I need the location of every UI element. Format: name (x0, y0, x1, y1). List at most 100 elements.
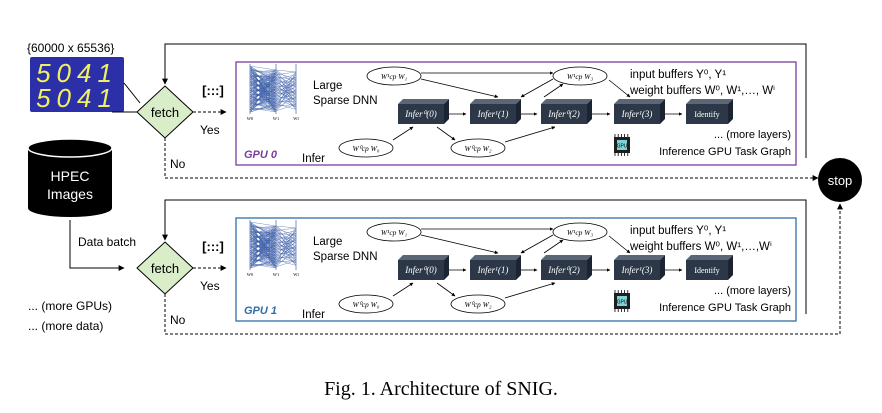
dnn-edge (249, 107, 277, 113)
dnn-edge (249, 77, 277, 97)
dnn-edge (249, 237, 277, 251)
dnn-edge (249, 253, 277, 264)
dnn-edge (249, 77, 277, 111)
dnn-edge (249, 227, 277, 256)
task-edge (436, 282, 456, 297)
weight-buffers-label: weight buffers W⁰, W¹,…,Wⁱ (629, 240, 772, 253)
digits-row-2: 5041 (36, 83, 118, 113)
dnn-edge (275, 76, 297, 107)
dnn-edge (249, 221, 277, 227)
weight-copy-ellipse (338, 138, 394, 158)
dnn-edge (275, 225, 297, 229)
task-node-top (686, 255, 733, 260)
infer-label: Infer (302, 153, 325, 165)
dnn-edge (249, 229, 277, 262)
dnn-edge (249, 263, 277, 269)
dnn-edge (275, 79, 297, 111)
dnn-edge (249, 226, 277, 231)
task-node-top (398, 255, 449, 260)
dnn-edge (249, 85, 277, 113)
dnn-edge (249, 75, 277, 84)
dnn-edge (249, 226, 277, 247)
task-node-top (398, 99, 449, 104)
dnn-edge (249, 73, 277, 78)
dnn-edge (249, 101, 277, 113)
task-edge (520, 78, 554, 98)
dnn-edge (249, 71, 277, 100)
dnn-edge (249, 73, 277, 113)
task-edge (504, 126, 556, 143)
dnn-layer-label: Wl (293, 272, 299, 277)
task-node-label: Infer⁰(2) (547, 109, 580, 119)
weight-copy-label: W⁰cp W₀ (352, 300, 379, 309)
dnn-edge (275, 235, 297, 267)
task-edge (420, 78, 499, 99)
task-node-side (516, 255, 521, 280)
task-graph-label: Inference GPU Task Graph (659, 146, 791, 158)
dnn-edge (249, 231, 277, 234)
dnn-edge (249, 101, 277, 113)
dnn-edge (249, 237, 277, 264)
dnn-edge (249, 225, 277, 229)
dataset-size-label: {60000 x 65536} (27, 41, 114, 55)
task-node-box (541, 104, 587, 124)
task-node-side (516, 99, 521, 124)
task-node-top (470, 255, 521, 260)
no-label: No (170, 313, 186, 327)
loop-back-arrow (162, 43, 807, 158)
dnn-edge (249, 69, 277, 80)
dnn-label-line1: Large (313, 80, 342, 92)
dnn-edge (275, 74, 297, 102)
more-layers-label: ... (more layers) (714, 285, 791, 297)
chip-label: GPU (617, 144, 628, 150)
infer-label: Infer (302, 309, 325, 321)
dnn-edge (249, 225, 277, 242)
dnn-edge (249, 87, 277, 106)
task-edge (608, 79, 631, 98)
chip-core (617, 140, 627, 150)
weight-copy-label: W¹cp W₁ (381, 72, 408, 81)
weight-copy-ellipse (450, 138, 506, 158)
dnn-label-line2: Sparse DNN (313, 95, 378, 107)
loop-back-arrow (162, 199, 807, 314)
dnn-edge (249, 243, 277, 262)
weight-copy-ellipse (552, 66, 608, 86)
dnn-edge (249, 259, 277, 269)
dnn-edge (275, 232, 297, 263)
dnn-edge (275, 252, 297, 265)
dnn-edge (249, 253, 277, 258)
task-node-label: Identify (694, 266, 719, 275)
dnn-label-line2: Sparse DNN (313, 251, 378, 263)
dnn-edge (249, 237, 277, 258)
weight-copy-ellipse (366, 66, 422, 86)
dnn-edge (249, 227, 277, 249)
dnn-edge (249, 246, 277, 263)
weight-copy-label: W¹cp W₃ (567, 72, 594, 81)
task-node-top (470, 99, 521, 104)
fetch-label: fetch (151, 105, 179, 120)
dnn-edge (249, 227, 277, 262)
weight-copy-ellipse (450, 294, 506, 314)
weight-copy-label: W¹cp W₃ (567, 228, 594, 237)
dnn-edge (249, 224, 277, 237)
dnn-edge (249, 83, 277, 108)
dnn-edge (249, 65, 277, 71)
task-edge (436, 126, 456, 141)
dnn-edge (275, 69, 297, 73)
gpu-label: GPU 1 (244, 305, 277, 317)
dnn-edge (249, 97, 277, 108)
dnn-edge (249, 107, 277, 111)
dnn-edge (249, 257, 277, 262)
mnist-digits-image: 5041 5041 (30, 57, 124, 113)
task-edge (543, 83, 564, 98)
task-edge (608, 235, 631, 254)
dnn-edge (249, 81, 277, 102)
dnn-edge (249, 229, 277, 234)
task-node-side (660, 99, 665, 124)
task-edge (543, 239, 564, 254)
task-node-box (686, 260, 728, 280)
dnn-edge (275, 230, 297, 258)
dnn-edge (249, 263, 277, 267)
dnn-edge (249, 247, 277, 253)
